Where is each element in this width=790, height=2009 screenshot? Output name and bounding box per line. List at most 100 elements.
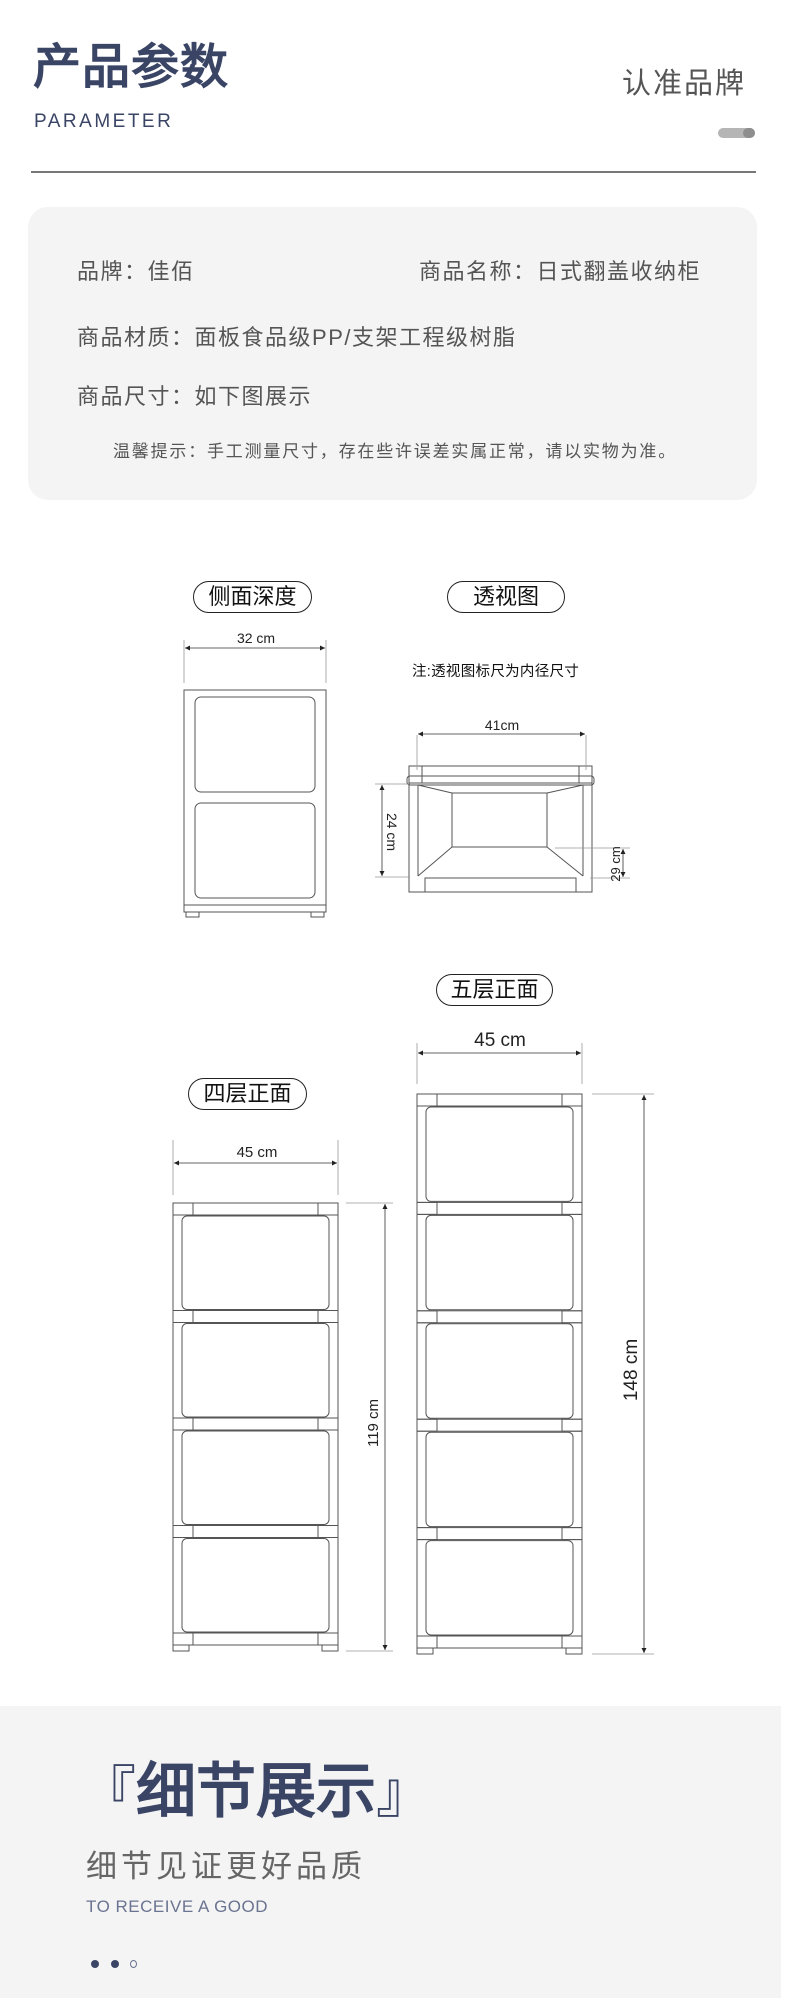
- param-value: 面板食品级PP/支架工程级树脂: [194, 325, 517, 350]
- perspective-inner-back: [451, 792, 548, 848]
- perspective-edge: [546, 846, 584, 877]
- perspective-lid-rim: [406, 775, 595, 786]
- perspective-note: 注:透视图标尺为内径尺寸: [412, 664, 580, 680]
- five-tier-corner-block: [416, 1418, 438, 1432]
- four-tier-shelf-band: [172, 1417, 339, 1431]
- param-name: 商品名称：日式翻盖收纳柜: [419, 258, 701, 286]
- parameter-panel: [28, 207, 757, 500]
- pagination-dot[interactable]: [130, 1960, 137, 1968]
- page-title: 产品参数: [33, 41, 230, 94]
- tag-side-depth: 侧面深度: [193, 581, 312, 613]
- five-tier-shelf-band: [416, 1527, 583, 1541]
- detail-section: [0, 1706, 781, 1998]
- five-tier-corner-block: [416, 1093, 438, 1107]
- five-tier-corner-block: [416, 1310, 438, 1324]
- divider: [31, 171, 756, 173]
- param-brand: 品牌：佳佰: [77, 258, 195, 286]
- four-tier-width-label: 45 cm: [237, 1144, 278, 1161]
- param-label: 商品材质：: [77, 325, 195, 350]
- four-tier-corner-block: [317, 1310, 339, 1323]
- bracket-open: 『: [80, 1761, 136, 1824]
- cabinet-foot: [185, 911, 200, 918]
- four-tier-corner-block: [172, 1632, 194, 1646]
- four-tier-height-label: 119 cm: [365, 1399, 382, 1447]
- side-cabinet-outline: [183, 689, 327, 913]
- tag-perspective: 透视图: [447, 581, 565, 613]
- five-tier-corner-block: [561, 1310, 583, 1324]
- detail-title-text: 细节展示: [136, 1758, 376, 1825]
- four-tier-corner-block: [172, 1525, 194, 1538]
- five-tier-drawer-panel: [425, 1106, 574, 1202]
- toggle-pill-icon: [718, 128, 755, 138]
- five-tier-shelf-band: [416, 1310, 583, 1324]
- param-size: 商品尺寸：如下图展示: [77, 383, 312, 411]
- four-tier-corner-block: [317, 1202, 339, 1216]
- four-tier-corner-block: [172, 1310, 194, 1323]
- five-tier-shelf-band: [416, 1093, 583, 1107]
- five-tier-corner-block: [416, 1527, 438, 1541]
- four-tier-corner-block: [317, 1417, 339, 1431]
- five-tier-drawer-panel: [425, 1214, 574, 1311]
- four-tier-shelf-band: [172, 1310, 339, 1323]
- perspective-width-label: 41cm: [485, 717, 519, 733]
- perspective-corner: [578, 765, 593, 784]
- four-tier-shelf-band: [172, 1632, 339, 1646]
- cabinet-foot: [321, 1644, 339, 1652]
- five-tier-corner-block: [416, 1201, 438, 1215]
- perspective-edge: [417, 846, 453, 877]
- cabinet-foot: [310, 911, 325, 918]
- five-tier-shelf-band: [416, 1635, 583, 1649]
- pagination-dot-active[interactable]: [91, 1960, 99, 1968]
- four-tier-corner-block: [172, 1202, 194, 1216]
- param-value: 佳佰: [147, 259, 195, 284]
- four-tier-drawer-panel: [181, 1538, 330, 1633]
- param-label: 商品尺寸：: [77, 384, 195, 409]
- page-subtitle-en: PARAMETER: [34, 111, 174, 132]
- detail-title: 『细节展示』: [80, 1752, 432, 1833]
- five-tier-drawer-panel: [425, 1431, 574, 1528]
- dimension-drawings: 32 cm 41cm 24 cm 29 cm 45 cm 119 cm 45 c…: [172, 630, 654, 1655]
- perspective-edge: [546, 784, 584, 794]
- side-width-label: 32 cm: [237, 630, 275, 646]
- four-tier-corner-block: [317, 1632, 339, 1646]
- param-material: 商品材质：面板食品级PP/支架工程级树脂: [77, 324, 516, 352]
- five-tier-drawer-panel: [425, 1323, 574, 1419]
- tag-four-tier: 四层正面: [188, 1078, 307, 1110]
- param-label: 品牌：: [77, 259, 148, 284]
- four-tier-corner-block: [317, 1525, 339, 1538]
- perspective-inner-label: 29 cm: [608, 846, 623, 881]
- four-tier-shelf-band: [172, 1202, 339, 1216]
- perspective-height-label: 24 cm: [384, 813, 400, 851]
- five-tier-width-label: 45 cm: [474, 1030, 526, 1051]
- five-tier-corner-block: [416, 1635, 438, 1649]
- five-tier-corner-block: [561, 1418, 583, 1432]
- side-cabinet-panel: [194, 802, 316, 899]
- side-cabinet-panel: [194, 696, 316, 793]
- detail-subtitle: 细节见证更好品质: [86, 1849, 366, 1884]
- param-value: 如下图展示: [194, 384, 313, 409]
- side-cabinet-base: [183, 904, 327, 913]
- five-tier-corner-block: [561, 1635, 583, 1649]
- brand-tag: 认准品牌: [622, 68, 747, 100]
- four-tier-drawer-panel: [181, 1430, 330, 1525]
- four-tier-drawer-panel: [181, 1323, 330, 1418]
- five-tier-shelf-band: [416, 1201, 583, 1215]
- param-value: 日式翻盖收纳柜: [536, 259, 702, 284]
- tag-five-tier: 五层正面: [436, 974, 553, 1006]
- cabinet-foot: [416, 1647, 434, 1655]
- five-tier-corner-block: [561, 1527, 583, 1541]
- five-tier-shelf-band: [416, 1418, 583, 1432]
- four-tier-drawer-panel: [181, 1215, 330, 1310]
- five-tier-drawer-panel: [425, 1540, 574, 1636]
- four-tier-shelf-band: [172, 1525, 339, 1538]
- five-tier-corner-block: [561, 1093, 583, 1107]
- detail-subtitle-en: TO RECEIVE A GOOD: [86, 1897, 269, 1916]
- perspective-corner: [408, 765, 423, 784]
- cabinet-foot: [172, 1644, 190, 1652]
- bracket-close: 』: [376, 1761, 432, 1824]
- param-label: 商品名称：: [419, 259, 537, 284]
- pagination-dot-active[interactable]: [110, 1960, 119, 1968]
- measurement-note: 温馨提示：手工测量尺寸，存在些许误差实属正常，请以实物为准。: [113, 442, 677, 461]
- four-tier-corner-block: [172, 1417, 194, 1431]
- perspective-edge: [417, 784, 453, 794]
